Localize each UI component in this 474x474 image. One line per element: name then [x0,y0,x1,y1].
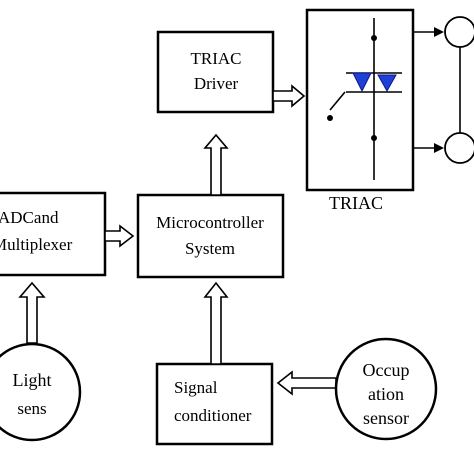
adc-mux-label-2: Multiplexer [0,235,73,254]
arrow-adc-to-micro [104,224,135,248]
arrow-signal-to-micro [203,281,229,365]
arrow-occupation-to-signal [276,370,337,396]
signal-conditioner-label-1: Signal [174,378,218,397]
microcontroller-label-2: System [185,239,235,258]
triac-driver-block [156,30,275,114]
occupation-sensor-label-3: sensor [363,408,409,428]
arrow-driver-to-triac [272,84,306,108]
microcontroller-block [136,193,285,279]
adc-mux-label-1: ADCand [0,208,59,227]
triac-driver-label-2: Driver [194,74,239,93]
arrow-micro-to-driver [203,133,229,196]
triac-label: TRIAC [329,193,383,213]
occupation-sensor-label-2: ation [368,384,404,404]
occupation-sensor [334,337,438,441]
adc-mux-block [0,191,107,277]
triac-driver-label-1: TRIAC [191,49,242,68]
triac-output-top [413,16,474,48]
light-sensor-label-2: sens [17,399,46,418]
triac-symbol [327,18,402,180]
triac-symbol-box [305,8,415,192]
microcontroller-label-1: Microcontroller [156,213,264,232]
signal-conditioner-label-2: conditioner [174,406,252,425]
signal-conditioner-block [155,362,274,446]
occupation-sensor-label-1: Occup [363,360,410,380]
light-sensor [0,342,82,442]
light-sensor-label-1: Light [13,370,52,390]
arrow-light-to-adc [18,281,46,344]
triac-output-bottom [413,132,474,164]
